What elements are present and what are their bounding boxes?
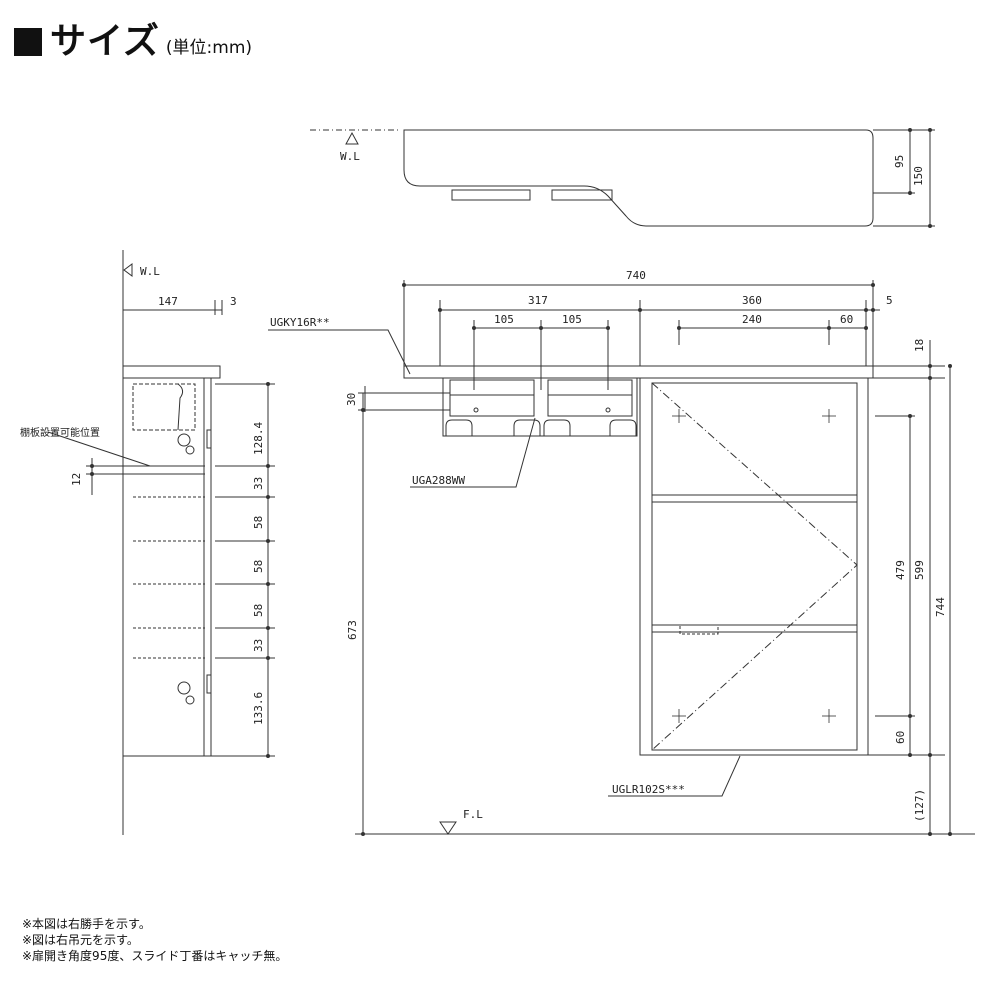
part-code-cabinet: UGLR102S*** xyxy=(612,783,685,796)
page-title: サイズ (単位:mm) xyxy=(14,12,252,64)
front-width-740: 740 xyxy=(626,269,646,282)
side-dim-133-6: 133.6 xyxy=(252,692,265,725)
front-total-744: 744 xyxy=(934,597,947,617)
top-dim-95: 95 xyxy=(893,155,906,168)
front-margin-5: 5 xyxy=(886,294,893,307)
unit-label: (単位:mm) xyxy=(165,38,253,58)
side-dim-128-4: 128.4 xyxy=(252,422,265,455)
front-bottom-60: 60 xyxy=(894,731,907,744)
top-dim-150: 150 xyxy=(912,166,925,186)
front-width-317: 317 xyxy=(528,294,548,307)
top-plan-view xyxy=(310,128,935,228)
front-top-18: 18 xyxy=(913,339,926,352)
front-hinge-60: 60 xyxy=(840,313,853,326)
front-width-360: 360 xyxy=(742,294,762,307)
water-level-marker-top xyxy=(345,131,359,145)
side-view xyxy=(47,250,223,835)
part-code-drawer: UGA288WW xyxy=(412,474,465,487)
side-dim-58-a: 58 xyxy=(252,516,265,529)
side-dim-33-a: 33 xyxy=(252,477,265,490)
front-drawer-30: 30 xyxy=(345,393,358,406)
front-cab-479: 479 xyxy=(894,560,907,580)
wl-label-side: W.L xyxy=(140,265,160,278)
side-dim-58-c: 58 xyxy=(252,604,265,617)
wl-label-top: W.L xyxy=(340,150,360,163)
front-pitch-105-a: 105 xyxy=(494,313,514,326)
front-height-673: 673 xyxy=(346,620,359,640)
side-dim-33-b: 33 xyxy=(252,639,265,652)
black-square-icon xyxy=(14,28,42,56)
front-floor-127: (127) xyxy=(913,789,926,822)
note-line: ※本図は右勝手を示す。 xyxy=(22,917,151,931)
fl-label: F.L xyxy=(463,808,483,821)
note-line: ※図は右吊元を示す。 xyxy=(22,933,139,947)
title-text: サイズ xyxy=(50,21,160,62)
floor-level-marker xyxy=(439,821,457,835)
front-hinge-240: 240 xyxy=(742,313,762,326)
side-dim-58-b: 58 xyxy=(252,560,265,573)
front-cab-599: 599 xyxy=(913,560,926,580)
front-view xyxy=(268,280,975,836)
side-offset-12: 12 xyxy=(70,473,83,486)
side-vertical-dimensions xyxy=(215,382,275,758)
notes-block: ※本図は右勝手を示す。 ※図は右吊元を示す。 ※扉開き角度95度、スライド丁番は… xyxy=(22,916,287,964)
note-line: ※扉開き角度95度、スライド丁番はキャッチ無。 xyxy=(22,949,288,963)
side-depth-147: 147 xyxy=(158,295,178,308)
front-pitch-105-b: 105 xyxy=(562,313,582,326)
part-code-counter: UGKY16R** xyxy=(270,316,330,329)
side-depth-3: 3 xyxy=(230,295,237,308)
shelf-position-label: 棚板設置可能位置 xyxy=(20,426,100,439)
